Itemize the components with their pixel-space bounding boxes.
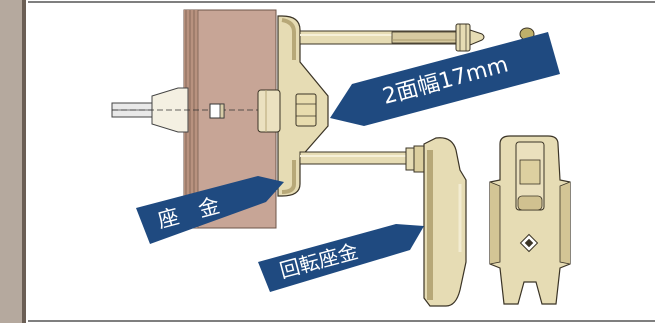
rotating-washer-front bbox=[489, 135, 571, 305]
lower-bolt bbox=[299, 145, 425, 173]
center-nut bbox=[295, 93, 317, 127]
upper-bolt bbox=[299, 23, 485, 52]
timber-post bbox=[183, 9, 277, 229]
rotating-washer-side bbox=[423, 137, 467, 307]
callout-rotating-washer: 回転座金 bbox=[258, 224, 424, 292]
stamp-mark bbox=[519, 233, 539, 253]
left-edge-shadow bbox=[22, 0, 26, 323]
left-rod bbox=[111, 87, 262, 133]
left-edge-strip bbox=[0, 0, 26, 323]
callout-width-across-flats: 2面幅17mm bbox=[330, 32, 560, 126]
